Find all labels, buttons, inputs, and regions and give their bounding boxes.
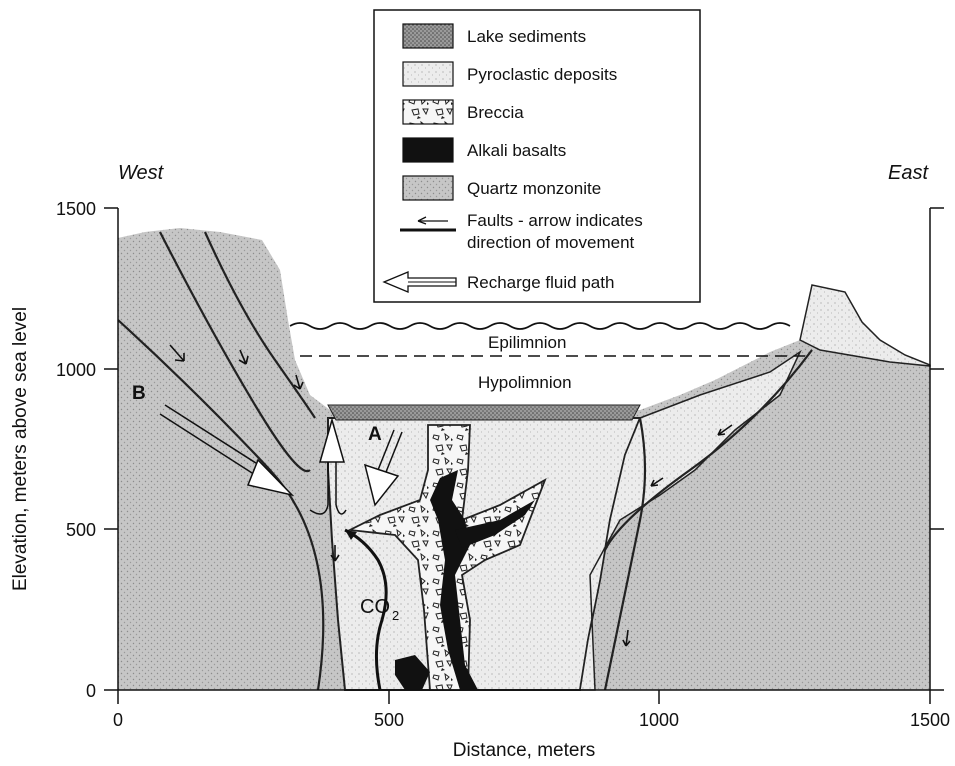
legend-label-faults-1: Faults - arrow indicates bbox=[467, 211, 643, 230]
legend-swatch-lake-sediments bbox=[403, 24, 453, 48]
hypolimnion-label: Hypolimnion bbox=[478, 373, 572, 392]
path-b-label: B bbox=[132, 383, 146, 404]
x-axis-title: Distance, meters bbox=[453, 740, 596, 761]
legend-swatch-quartz-monzonite bbox=[403, 176, 453, 200]
legend-swatch-alkali-basalts bbox=[403, 138, 453, 162]
legend-label-recharge: Recharge fluid path bbox=[467, 273, 614, 292]
legend-label-pyroclastic: Pyroclastic deposits bbox=[467, 65, 617, 84]
legend-swatch-breccia bbox=[403, 100, 453, 124]
legend-label-quartz-monzonite: Quartz monzonite bbox=[467, 179, 601, 198]
legend-label-breccia: Breccia bbox=[467, 103, 524, 122]
x-tick-label-500: 500 bbox=[374, 710, 404, 730]
west-label: West bbox=[118, 162, 165, 184]
co2-label: CO bbox=[360, 596, 390, 618]
legend-swatch-pyroclastic bbox=[403, 62, 453, 86]
co2-subscript: 2 bbox=[392, 608, 399, 623]
path-a-label: A bbox=[368, 424, 382, 445]
y-tick-label-0: 0 bbox=[86, 681, 96, 701]
legend-label-faults-2: direction of movement bbox=[467, 233, 635, 252]
y-tick-label-1500: 1500 bbox=[56, 199, 96, 219]
legend: Lake sediments Pyroclastic deposits Brec… bbox=[374, 10, 700, 302]
x-tick-label-1500: 1500 bbox=[910, 710, 950, 730]
legend-label-lake-sediments: Lake sediments bbox=[467, 27, 586, 46]
x-tick-label-1000: 1000 bbox=[639, 710, 679, 730]
x-tick-label-0: 0 bbox=[113, 710, 123, 730]
epilimnion-label: Epilimnion bbox=[488, 333, 566, 352]
legend-label-alkali-basalts: Alkali basalts bbox=[467, 141, 566, 160]
y-axis-title: Elevation, meters above sea level bbox=[10, 307, 31, 591]
y-tick-label-1000: 1000 bbox=[56, 360, 96, 380]
y-tick-label-500: 500 bbox=[66, 520, 96, 540]
east-label: East bbox=[888, 162, 929, 184]
lake-sediments-layer bbox=[328, 405, 640, 420]
